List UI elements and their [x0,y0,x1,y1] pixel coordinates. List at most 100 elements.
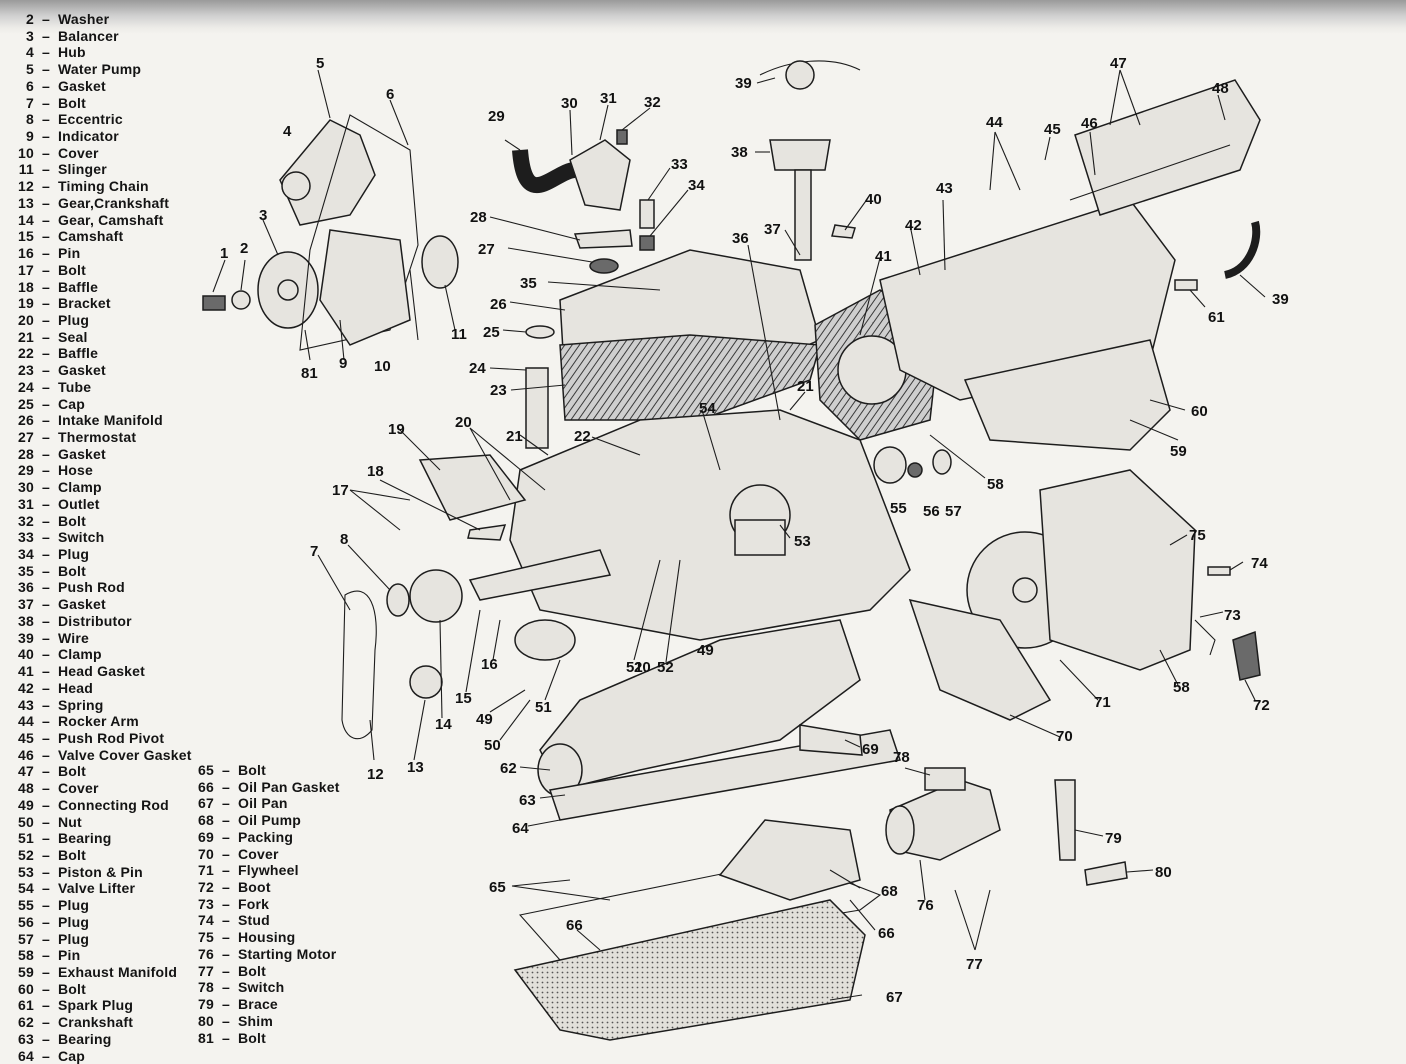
legend-part-name: Intake Manifold [58,412,163,429]
callout-56: 56 [923,503,940,520]
legend-dash: – [222,945,230,962]
legend-dash: – [222,778,230,795]
legend-part-name: Connecting Rod [58,796,169,813]
callout-10: 10 [374,358,391,375]
legend-dash: – [42,663,50,680]
legend-dash: – [42,128,50,145]
legend-dash: – [42,813,50,830]
legend-number: 74 [198,912,214,929]
legend-part-name: Bolt [58,763,87,780]
legend-entry: 77–Bolt [184,963,266,979]
legend-dash: – [42,77,50,94]
legend-dash: – [42,211,50,228]
camshaft-gear-14 [409,569,463,623]
plug-55 [873,446,907,484]
exhaust-manifold-59 [963,339,1171,451]
legend-part-name: Bolt [58,512,87,529]
legend-part-name: Packing [238,828,294,845]
legend-entry: 15–Camshaft [4,228,123,244]
legend-part-name: Cover [58,780,99,797]
legend-part-name: Gasket [58,596,106,613]
legend-dash: – [222,912,230,929]
legend-number: 35 [18,562,34,579]
switch-78 [924,767,966,791]
callout-17: 17 [332,482,349,499]
legend-part-name: Washer [58,11,110,27]
legend-part-name: Switch [58,529,105,546]
legend-entry: 49–Connecting Rod [4,797,169,813]
legend-part-name: Brace [238,996,278,1013]
legend-part-name: Balancer [58,27,119,44]
legend-number: 17 [18,261,34,278]
legend-part-name: Water Pump [58,61,142,78]
callout-5: 5 [316,55,324,72]
callout-48: 48 [1212,80,1229,97]
callout-64: 64 [512,820,529,837]
callout-15: 15 [455,690,472,707]
legend-dash: – [222,862,230,879]
legend-number: 44 [18,713,34,730]
wire-39 [759,60,861,76]
bracket-19 [418,454,527,521]
legend-entry: 70–Cover [184,846,279,862]
callout-39a: 39 [735,75,752,92]
callout-47: 47 [1110,55,1127,72]
callout-67: 67 [886,989,903,1006]
legend-part-name: Spark Plug [58,997,134,1014]
legend-entry: 27–Thermostat [4,429,136,445]
legend-dash: – [222,962,230,979]
legend-number: 66 [198,778,214,795]
legend-number: 79 [198,996,214,1013]
legend-number: 3 [26,27,34,44]
legend-dash: – [42,362,50,379]
callout-23: 23 [490,382,507,399]
legend-part-name: Valve Cover Gasket [58,746,192,763]
legend-part-name: Spring [58,696,104,713]
callout-46: 46 [1081,115,1098,132]
legend-entry: 3–Balancer [4,28,119,44]
legend-dash: – [42,144,50,161]
legend-part-name: Plug [58,546,90,563]
thermostat-27 [589,258,619,274]
legend-number: 28 [18,445,34,462]
legend-part-name: Bolt [238,1029,267,1046]
legend-entry: 61–Spark Plug [4,997,133,1013]
legend-dash: – [42,964,50,981]
legend-part-name: Thermostat [58,429,137,445]
legend-dash: – [42,546,50,563]
gasket-23 [559,334,821,421]
callout-72: 72 [1253,697,1270,714]
callout-81: 81 [301,365,318,382]
legend-dash: – [222,828,230,845]
legend-number: 14 [18,211,34,228]
legend-entry: 21–Seal [4,329,88,345]
legend-number: 36 [18,579,34,596]
callout-27: 27 [478,241,495,258]
callout-40: 40 [865,191,882,208]
legend-number: 38 [18,612,34,629]
legend-part-name: Hub [58,44,86,61]
legend-dash: – [222,879,230,896]
legend-number: 67 [198,795,214,812]
legend-part-name: Pin [58,245,81,262]
callout-7: 7 [310,543,318,560]
legend-part-name: Wire [58,629,90,646]
hub-4 [281,171,311,201]
legend-part-name: Bearing [58,1030,112,1047]
legend-entry: 31–Outlet [4,496,100,512]
legend-number: 8 [26,111,34,128]
callout-71: 71 [1094,694,1111,711]
legend-entry: 74–Stud [184,912,270,928]
callout-80: 80 [1155,864,1172,881]
legend-part-name: Baffle [58,278,99,295]
legend-number: 65 [198,762,214,778]
legend-dash: – [42,830,50,847]
legend-number: 47 [18,763,34,780]
legend-dash: – [42,495,50,512]
bearing-caps-64 [549,729,901,821]
callout-41: 41 [875,248,892,265]
legend-number: 57 [18,930,34,947]
legend-entry: 14–Gear, Camshaft [4,212,164,228]
legend-part-name: Gasket [58,362,106,379]
callout-39b: 39 [1272,291,1289,308]
